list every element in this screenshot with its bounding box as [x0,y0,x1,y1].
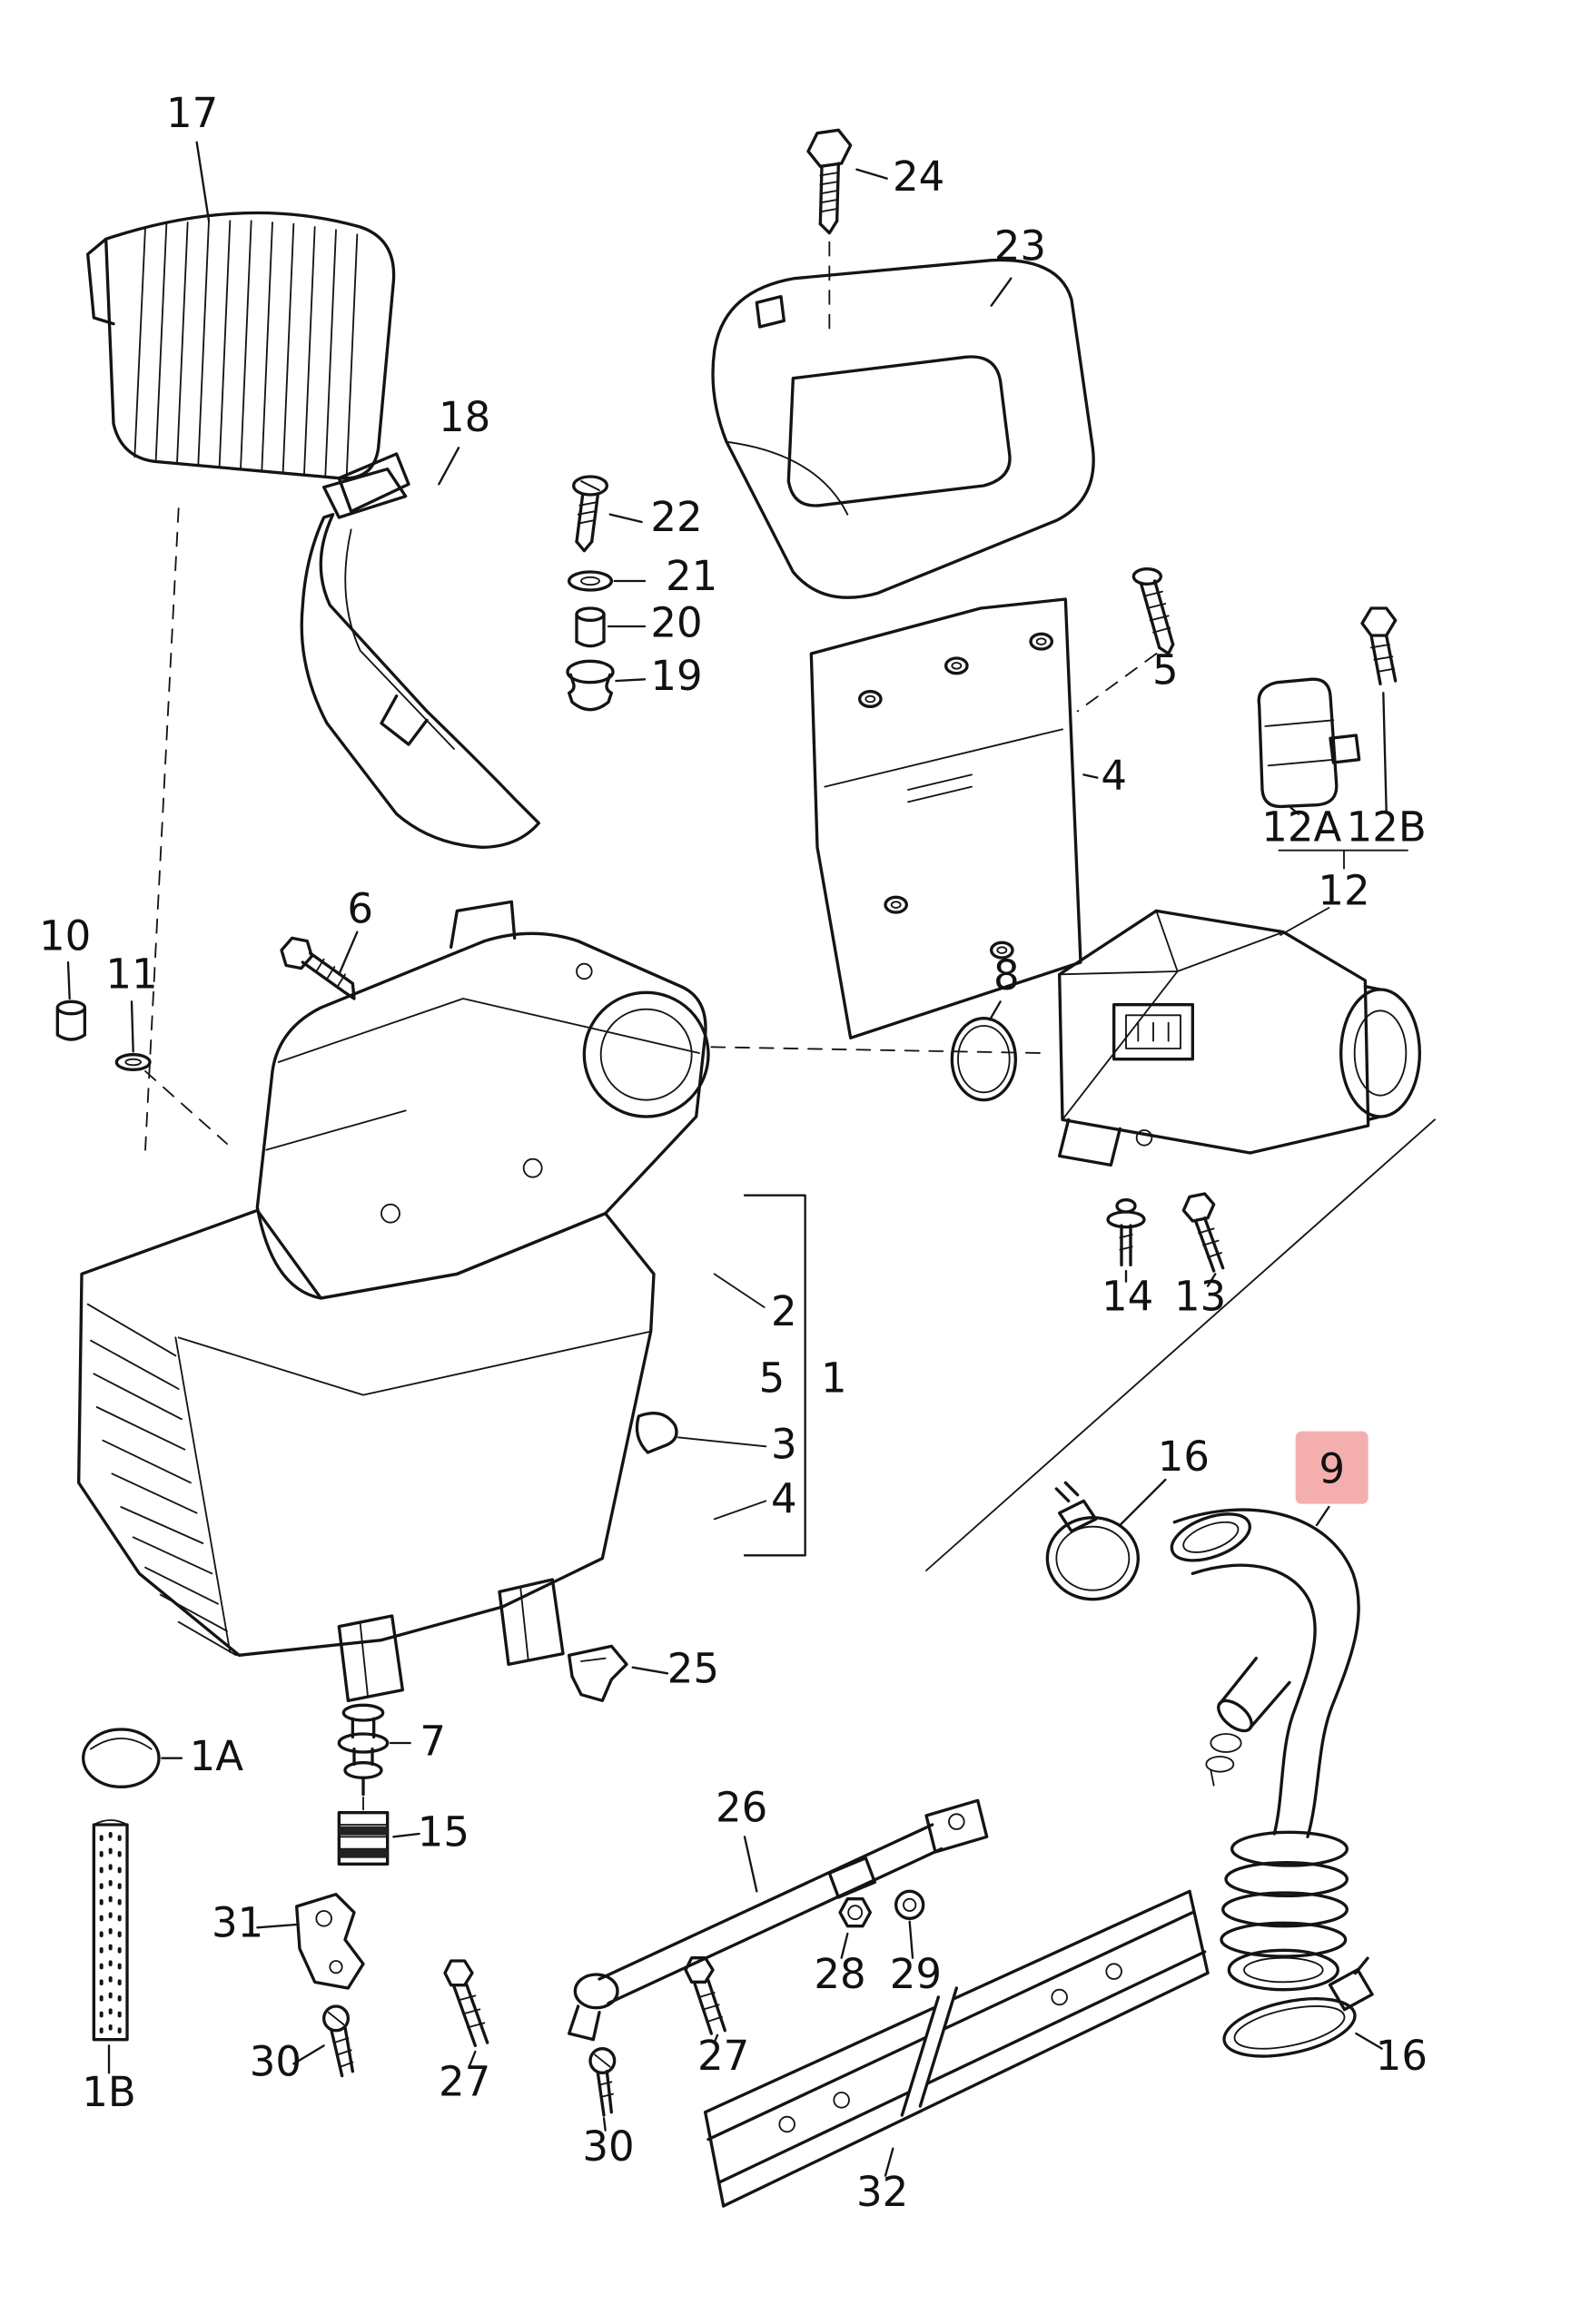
part-label-28: 28 [814,1950,865,1998]
part-4-mounting-plate [809,597,1099,1040]
part-21-washer [568,570,647,592]
part-label-30-mid: 30 [582,2122,634,2171]
part-2-filter-housing-cover [255,900,710,1300]
part-1-filter-housing-lower [77,1208,656,1703]
part-26-support-tube [568,1798,989,2042]
part-label-16-upper: 16 [1158,1433,1210,1481]
part-30-screw-left [292,2004,355,2078]
part-labels: 17 24 23 18 22 21 20 19 5 4 12A 12B 12 1… [39,89,1428,2216]
part-label-1: 1 [821,1354,847,1402]
part-31-bracket [256,1893,365,1990]
part-label-31: 31 [212,1898,263,1946]
part-25-clip [568,1644,669,1703]
part-label-6: 6 [347,885,373,933]
part-6-bolt [280,931,359,1000]
part-15-rubber-mount [337,1811,420,1866]
part-label-5-screw: 5 [1152,645,1179,694]
part-28-nut [838,1897,872,1959]
part-9-highlight [1295,1431,1368,1504]
part-12a-air-mass-sensor [1257,677,1361,815]
part-16-hose-clamp-lower [1222,1956,1383,2058]
part-label-17: 17 [166,89,218,137]
part-label-20: 20 [650,599,702,647]
part-20-bushing [575,606,647,648]
part-30-screw-mid [588,2047,617,2132]
part-label-12a: 12A [1261,803,1341,852]
part-27-bolt-mid [684,1956,726,2044]
part-label-24: 24 [893,153,944,201]
part-label-4-group: 4 [771,1475,797,1523]
part-14-stud [1106,1198,1146,1283]
part-label-16-lower: 16 [1376,2032,1428,2080]
part-label-21: 21 [666,552,717,600]
part-label-1b: 1B [82,2068,136,2116]
part-label-5-group: 5 [759,1354,786,1402]
part-13-bolt [1181,1192,1225,1287]
part-16-hose-clamp-upper [1045,1478,1167,1601]
part-label-26: 26 [716,1784,767,1832]
part-18-air-duct [300,447,540,849]
part-label-15: 15 [418,1807,469,1856]
part-12-air-flow-meter [1058,909,1421,1167]
part-29-washer [894,1889,925,1959]
part-label-19: 19 [650,652,702,700]
part-label-3: 3 [771,1421,797,1469]
part-1b-foam-strip [92,1819,129,2074]
part-32-rail [704,1889,1210,2208]
part-24-bolt [806,128,888,235]
part-label-27-left: 27 [439,2057,490,2105]
part-label-30-left: 30 [250,2038,301,2086]
part-10-bushing [55,960,87,1041]
label-bracket-12 [1278,849,1408,936]
part-label-8: 8 [993,951,1020,1000]
part-1a-cap [82,1728,183,1788]
part-label-18: 18 [439,393,490,441]
part-label-2: 2 [771,1287,797,1335]
part-label-12b: 12B [1347,803,1427,852]
part-label-1a: 1A [190,1732,244,1780]
part-3-clip [635,1412,678,1454]
part-label-25: 25 [667,1644,719,1692]
part-12b-screw [1360,606,1398,812]
part-22-screw [572,475,643,553]
part-label-7: 7 [420,1717,446,1765]
part-11-washer [114,1000,152,1071]
part-label-14: 14 [1102,1272,1153,1320]
part-27-bolt-left [443,1959,489,2068]
part-label-9: 9 [1319,1444,1345,1492]
assembly-axis-lines [144,241,1436,1571]
part-label-22: 22 [650,493,702,541]
part-label-4-plate: 4 [1101,752,1127,800]
group-callout-bracket [677,1194,806,1557]
part-label-11: 11 [105,950,157,998]
part-17-intake-duct [86,141,410,513]
part-9-intake-hose [1170,1505,1360,1992]
part-label-29: 29 [890,1950,942,1998]
part-label-27-mid: 27 [697,2032,749,2080]
part-label-32: 32 [856,2168,908,2216]
part-5-screw [1131,567,1175,655]
part-label-12: 12 [1318,867,1369,915]
part-19-grommet [566,659,647,712]
part-label-23: 23 [994,222,1046,271]
part-23-engine-cover [711,258,1095,599]
part-label-13: 13 [1174,1272,1226,1320]
part-label-10: 10 [39,912,91,960]
part-8-o-ring [950,1000,1018,1102]
part-7-vibration-damper [337,1703,411,1811]
